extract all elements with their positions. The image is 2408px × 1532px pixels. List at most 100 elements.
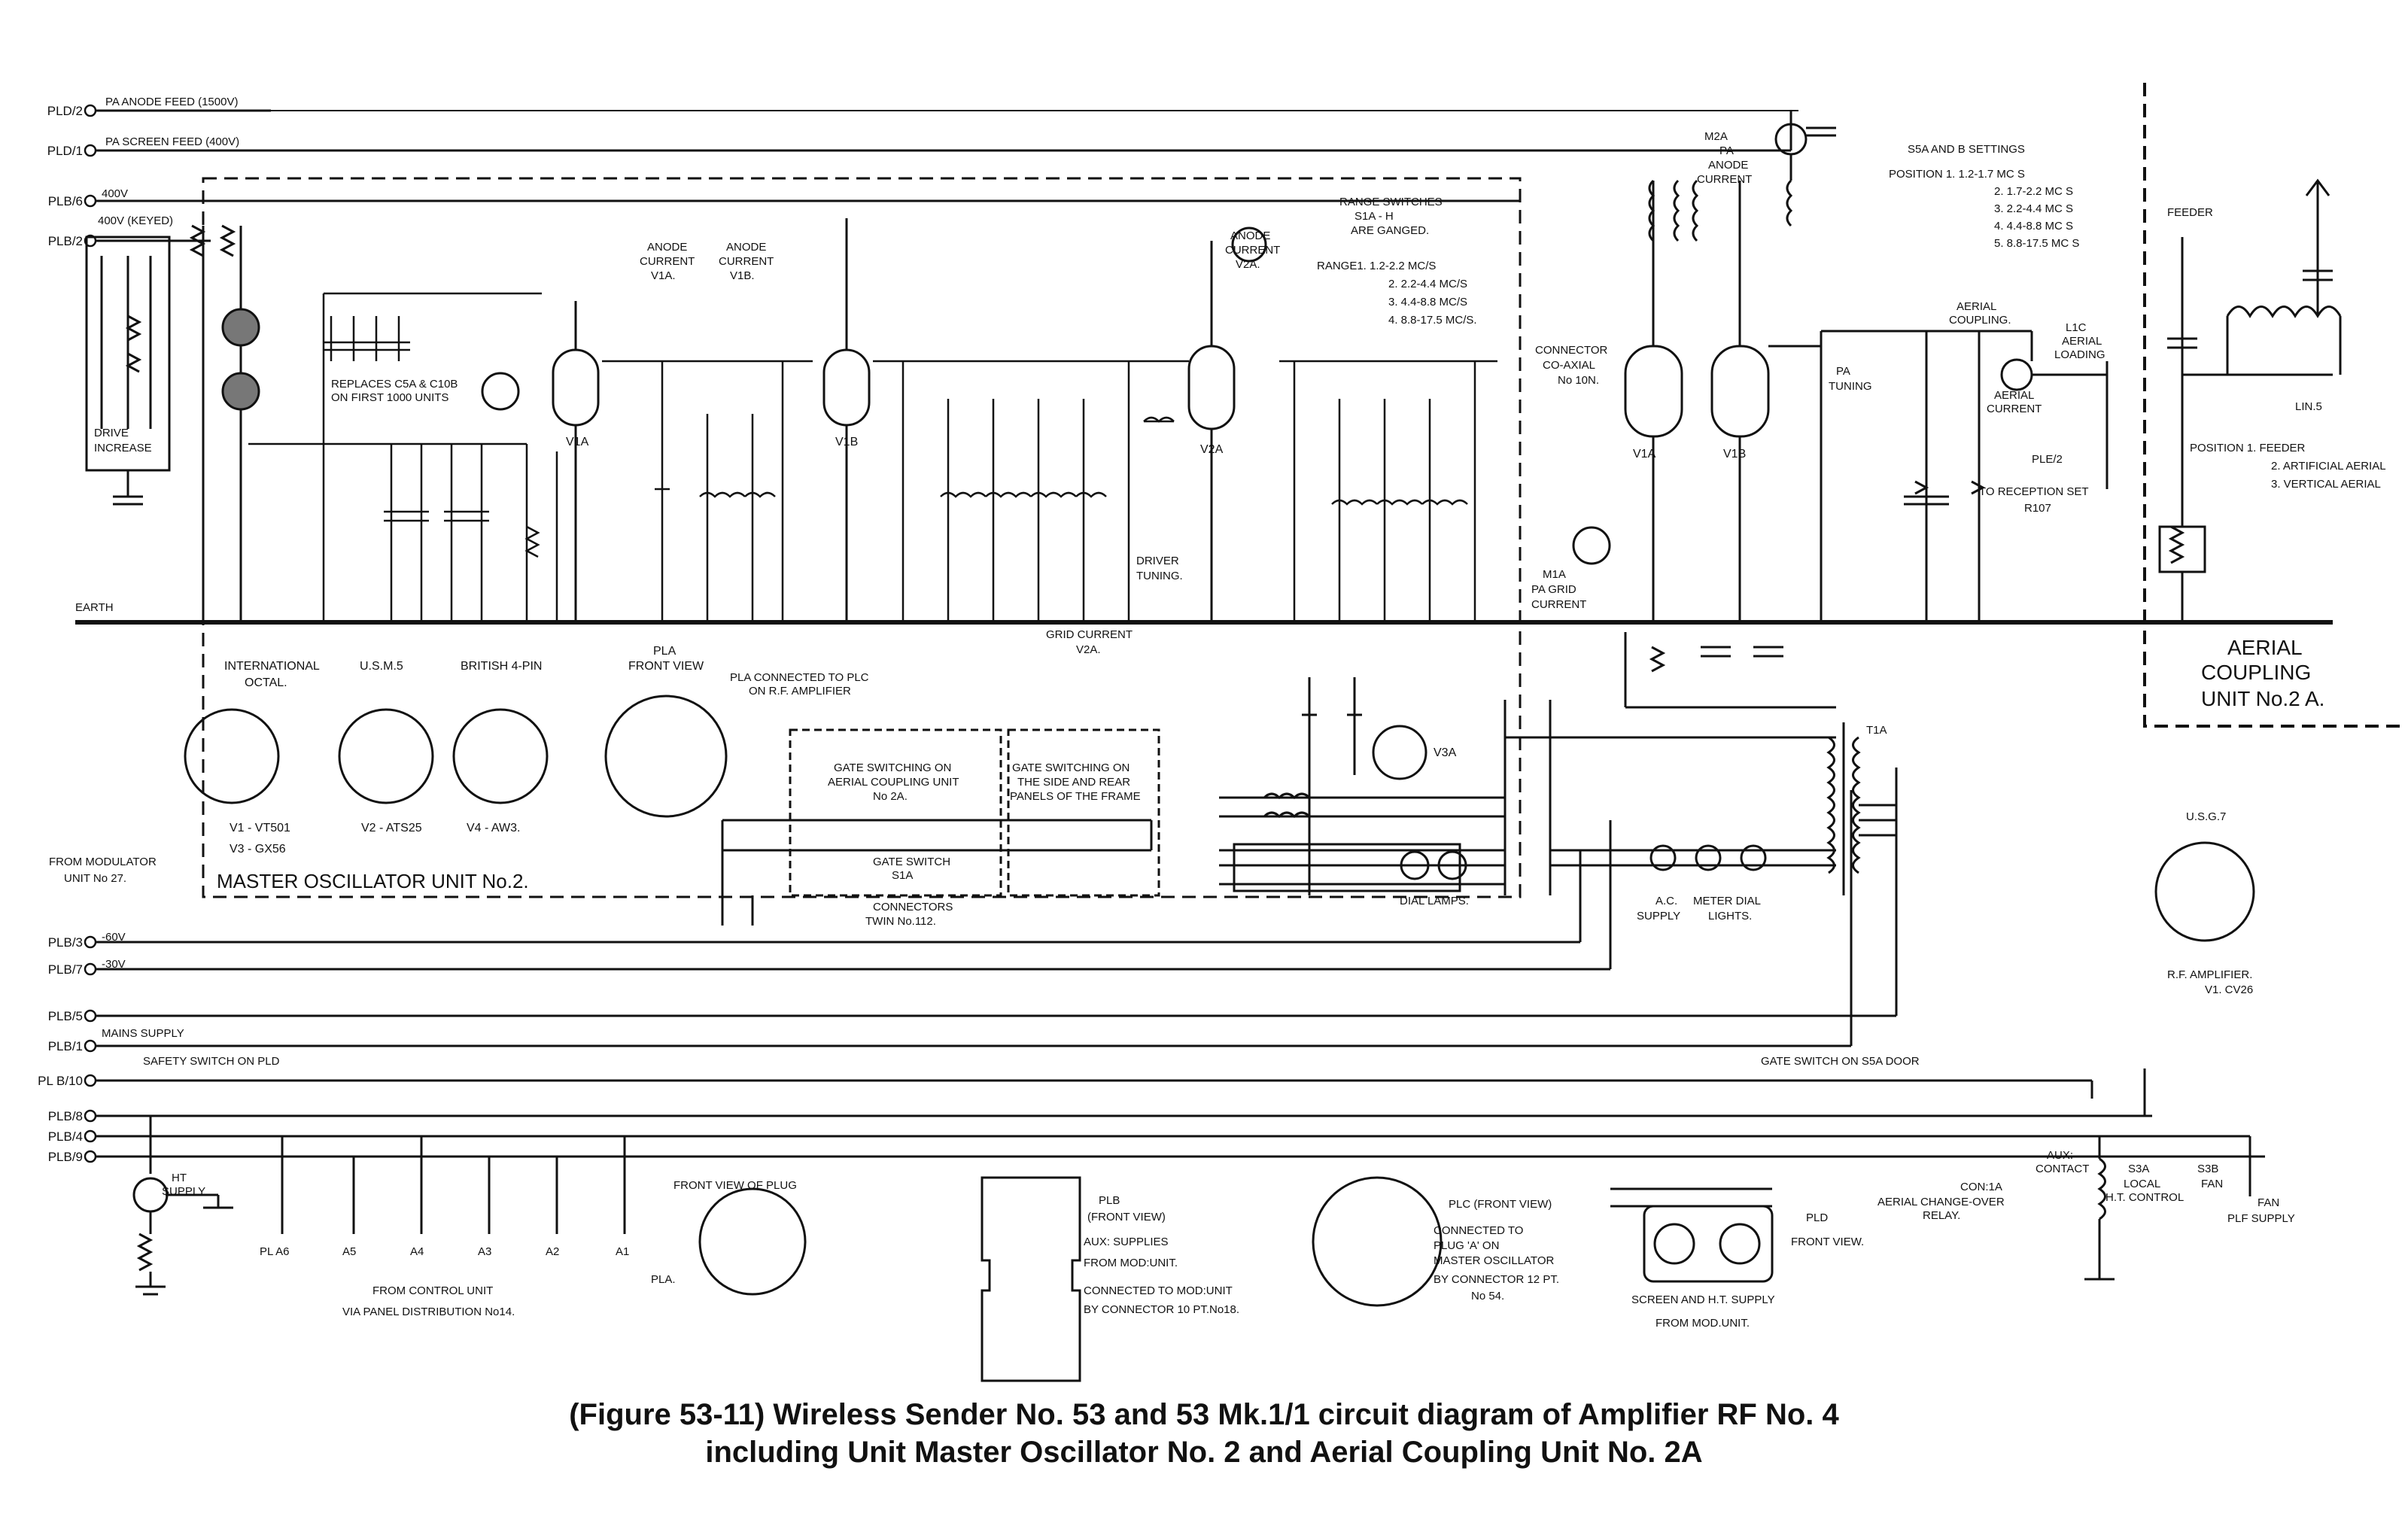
figure-caption: (Figure 53-11) Wireless Sender No. 53 an… <box>0 1396 2408 1471</box>
anode-v1b-1: ANODE <box>726 241 766 254</box>
m1a-1: M1A <box>1543 568 1566 581</box>
left-pin-labels: PLD/2 PLD/1 PLB/6 PLB/2 PLB/3 PLB/7 PLB/… <box>38 104 83 1164</box>
rf-amp-valves <box>1572 111 2342 622</box>
aerial-pos-1: POSITION 1. FEEDER <box>2190 442 2306 454</box>
ht-supply-2: SUPPLY <box>162 1185 205 1198</box>
mains-label: MAINS SUPPLY <box>102 1027 184 1040</box>
dial-lamps-label: DIAL LAMPS. <box>1400 895 1469 907</box>
pld-note: SCREEN AND H.T. SUPPLY <box>1631 1293 1775 1306</box>
s5-row: 5. 8.8-17.5 MC S <box>1994 237 2079 250</box>
s5-row: 3. 2.2-4.4 MC S <box>1994 202 2073 215</box>
lin-label: LIN.5 <box>2295 400 2322 413</box>
valve-label: V1B <box>835 436 858 448</box>
plf-2: PLF SUPPLY <box>2227 1212 2295 1225</box>
aerial-pos-2: 2. ARTIFICIAL AERIAL <box>2271 460 2386 473</box>
gate-switching-1-line: No 2A. <box>873 790 908 803</box>
anode-v2a-2: CURRENT <box>1225 244 1280 257</box>
range-switch-2: S1A - H <box>1354 210 1394 223</box>
s5-row: 2. 1.7-2.2 MC S <box>1994 185 2073 198</box>
local-control-3: H.T. CONTROL <box>2105 1191 2184 1204</box>
feed-anode-label: PA ANODE FEED (1500V) <box>105 96 238 108</box>
pin-label: PL B/10 <box>38 1074 83 1088</box>
s5-row: 4. 4.4-8.8 MC S <box>1994 220 2073 233</box>
control-pin: A1 <box>616 1245 629 1258</box>
aerial-coupling-lbl-2: COUPLING. <box>1949 314 2011 327</box>
pin-label: PLB/5 <box>48 1009 83 1023</box>
pin-label: PLB/8 <box>48 1109 83 1123</box>
connectors-2: TWIN No.112. <box>865 915 936 928</box>
m2a-3: ANODE <box>1708 159 1748 172</box>
plb-title: PLB <box>1099 1194 1120 1207</box>
range-2: 2. 2.2-4.4 MC/S <box>1388 278 1467 290</box>
replaces-label-1: REPLACES C5A & C10B <box>331 378 458 391</box>
feed-screen-label: PA SCREEN FEED (400V) <box>105 135 239 148</box>
master-oscillator-box <box>202 177 1522 898</box>
control-pin: A2 <box>546 1245 559 1258</box>
caption-line: including Unit Master Oscillator No. 2 a… <box>705 1436 1703 1469</box>
aerial-coupling-lbl-1: AERIAL <box>1956 300 1996 313</box>
anode-v1a-3: V1A. <box>651 269 676 282</box>
aerial-current-2: CURRENT <box>1987 403 2042 415</box>
usg7-label: U.S.G.7 <box>2186 810 2226 823</box>
ple-2: TO RECEPTION SET <box>1979 485 2089 498</box>
m2a-2: PA <box>1719 144 1734 157</box>
plc-title: PLC (FRONT VIEW) <box>1449 1198 1552 1211</box>
s3b-fan-1: S3B <box>2197 1163 2218 1175</box>
gate-switching-1-line: GATE SWITCHING ON <box>834 761 951 774</box>
pld-title: PLD <box>1806 1211 1828 1224</box>
anode-v1b-2: CURRENT <box>719 255 774 268</box>
s5-row: POSITION 1. 1.2-1.7 MC S <box>1889 168 2025 181</box>
drive-label-2: INCREASE <box>94 442 152 454</box>
s3b-fan-2: FAN <box>2201 1178 2223 1190</box>
control-pin: A4 <box>410 1245 424 1258</box>
plc-note: BY CONNECTOR 12 PT. <box>1434 1273 1559 1286</box>
plf-1: FAN <box>2258 1196 2279 1209</box>
changeover-1: CON:1A <box>1960 1181 2002 1193</box>
gate-switching-1-line: AERIAL COUPLING UNIT <box>828 776 959 789</box>
gate-switching-2-line: GATE SWITCHING ON <box>1012 761 1130 774</box>
ac-supply-2: SUPPLY <box>1637 910 1680 923</box>
valve-label: V1A <box>566 436 589 448</box>
feed-400v-label: 400V <box>102 187 128 200</box>
m2a-1: M2A <box>1704 130 1728 143</box>
ac-supply-1: A.C. <box>1655 895 1677 907</box>
anode-v1b-3: V1B. <box>730 269 755 282</box>
gate-switching-2-line: THE SIDE AND REAR <box>1017 776 1130 789</box>
from-modulator-1: FROM MODULATOR <box>49 856 157 868</box>
range-3: 3. 4.4-8.8 MC/S <box>1388 296 1467 309</box>
pin-label: PLB/6 <box>48 194 83 208</box>
lower-rails <box>96 768 2265 1234</box>
control-pin: A5 <box>342 1245 356 1258</box>
from-control-2: VIA PANEL DISTRIBUTION No14. <box>342 1306 515 1318</box>
base-caption: V1 - VT501 <box>230 822 290 834</box>
changeover-2: AERIAL CHANGE-OVER <box>1877 1196 2005 1208</box>
supply-lines <box>96 109 1798 242</box>
safety-label: SAFETY SWITCH ON PLD <box>143 1055 280 1068</box>
base-title: OCTAL. <box>245 676 287 689</box>
master-oscillator-title: MASTER OSCILLATOR UNIT No.2. <box>217 870 529 892</box>
base-caption: V4 - AW3. <box>467 822 520 834</box>
aerial-current-1: AERIAL <box>1994 389 2034 402</box>
gate-switch-1: GATE SWITCH <box>873 856 950 868</box>
drive-section <box>85 224 260 622</box>
base-caption: V3 - GX56 <box>230 843 286 856</box>
base-title: INTERNATIONAL <box>224 660 320 673</box>
loading-3: LOADING <box>2054 348 2105 361</box>
pin-label: PLB/1 <box>48 1039 83 1053</box>
pin-label: PLB/2 <box>48 234 83 248</box>
connector-1: CONNECTOR <box>1535 344 1608 357</box>
control-pin: PL A6 <box>260 1245 289 1258</box>
plb-note: BY CONNECTOR 10 PT.No18. <box>1084 1303 1239 1316</box>
m1a-2: PA GRID <box>1531 583 1576 596</box>
pld-note: FROM MOD.UNIT. <box>1655 1317 1750 1330</box>
plb-sub: (FRONT VIEW) <box>1087 1211 1166 1223</box>
base-title: U.S.M.5 <box>360 660 403 673</box>
meter-dial-1: METER DIAL <box>1693 895 1761 907</box>
earth-label: EARTH <box>75 601 114 614</box>
drive-label-1: DRIVE <box>94 427 129 439</box>
ht-supply-1: HT <box>172 1172 187 1184</box>
t1a-label: T1A <box>1866 724 1887 737</box>
plc-note: PLUG 'A' ON <box>1434 1239 1499 1252</box>
pin-label: PLB/3 <box>48 935 83 950</box>
pla-plug-title: FRONT VIEW OF PLUG <box>673 1179 797 1192</box>
